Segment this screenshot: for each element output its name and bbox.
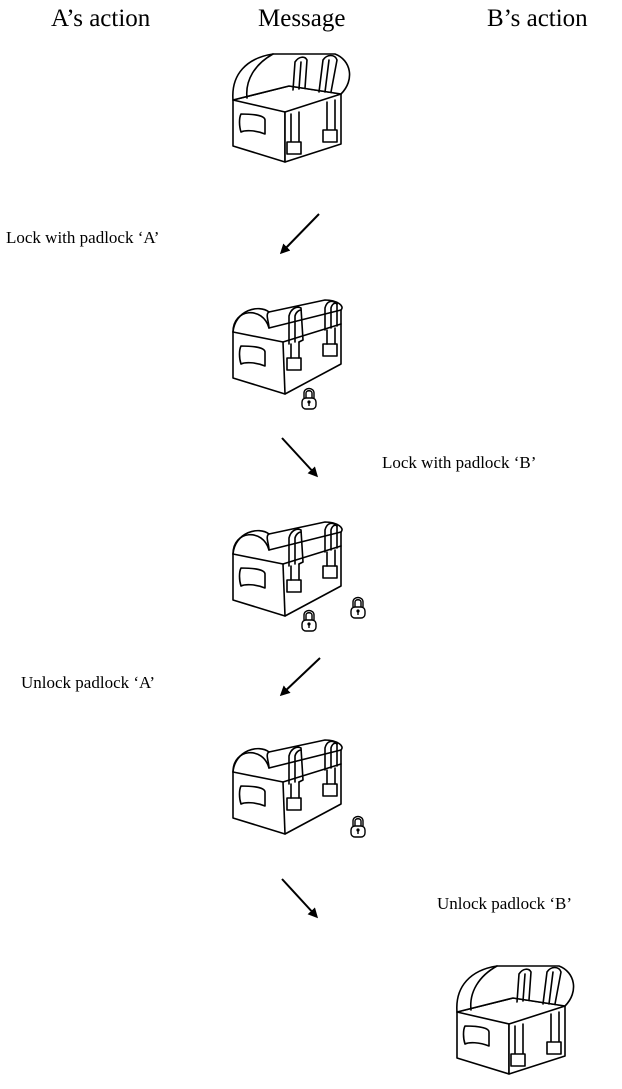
arrow-to-b-2 — [281, 878, 319, 919]
step-1-label: Lock with padlock ‘A’ — [6, 228, 160, 247]
padlock-b-icon — [350, 596, 366, 619]
padlock-a-icon — [301, 387, 317, 410]
padlock-a-icon — [301, 609, 317, 632]
column-header-b-action: B’s action — [487, 5, 588, 32]
chest-locked-a-icon — [232, 299, 343, 410]
arrow-to-b-1 — [281, 437, 319, 478]
chest-locked-a-b-icon — [232, 521, 366, 632]
padlock-b-icon — [350, 815, 366, 838]
step-2-label: Lock with padlock ‘B’ — [382, 453, 537, 472]
chest-locked-b-icon — [232, 739, 366, 838]
chest-open-end-icon — [456, 965, 575, 1075]
chest-open-start-icon — [232, 53, 351, 163]
column-header-a-action: A’s action — [51, 5, 151, 32]
step-4-label: Unlock padlock ‘B’ — [437, 894, 573, 913]
arrow-to-a-1 — [279, 213, 320, 255]
step-3-label: Unlock padlock ‘A’ — [21, 673, 156, 692]
arrow-to-a-2 — [279, 657, 321, 697]
column-header-message: Message — [258, 5, 346, 32]
